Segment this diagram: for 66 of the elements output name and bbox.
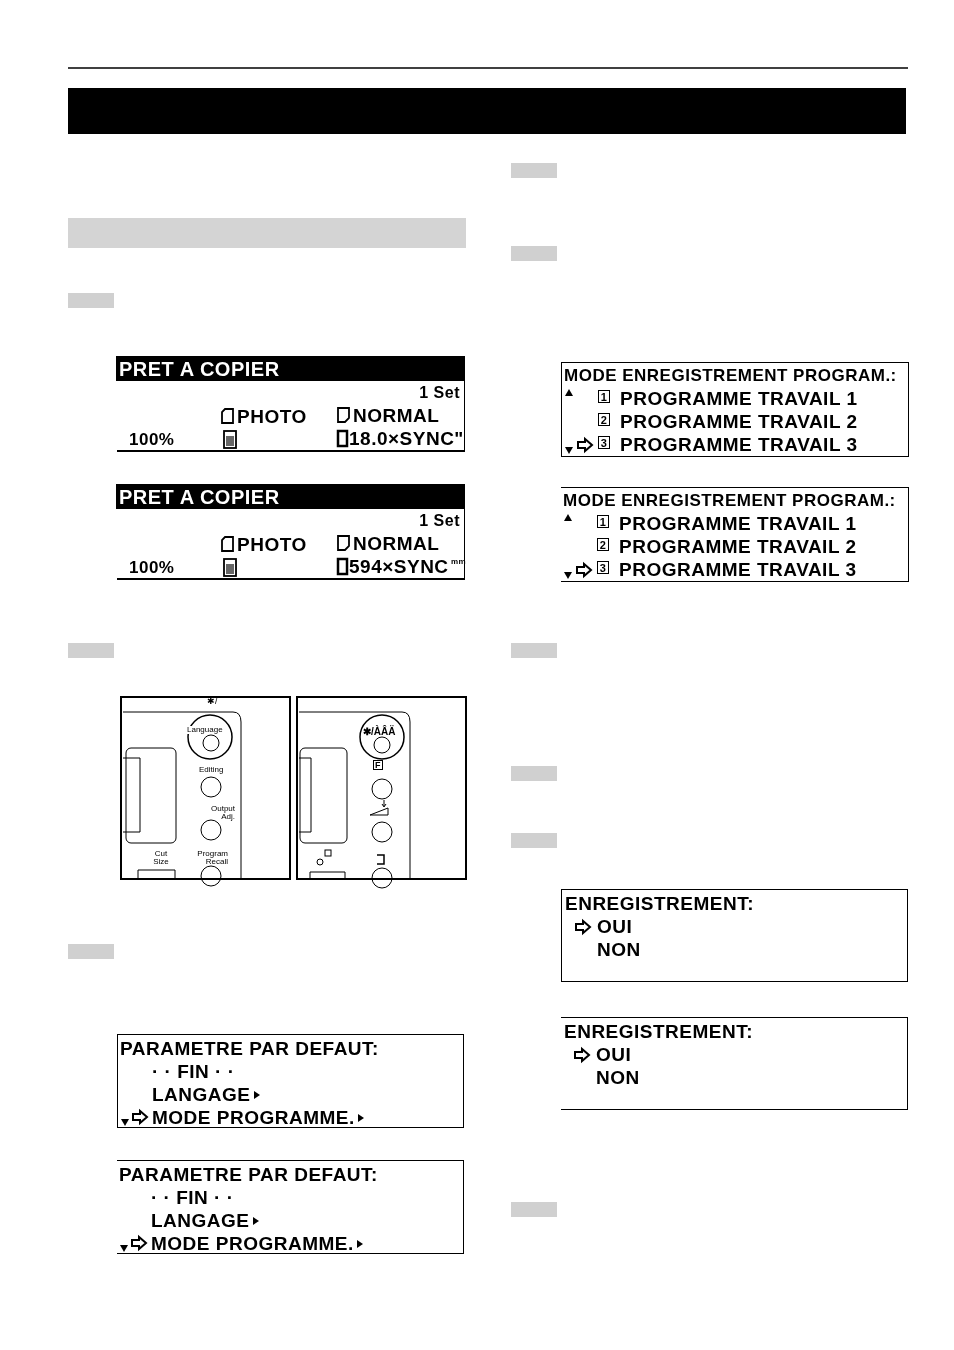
display-text: NORMAL	[353, 534, 440, 553]
display-text: OUI	[596, 1045, 632, 1064]
display-text: OUI	[597, 917, 633, 936]
display-text: · · FIN · ·	[151, 1188, 234, 1207]
key-label: Program Recall	[196, 850, 228, 866]
display-text: PROGRAMME TRAVAIL 3	[620, 435, 858, 454]
display-text: 594×SYNC	[349, 557, 449, 576]
display-text: PROGRAMME TRAVAIL 1	[620, 389, 858, 408]
display-text: NON	[596, 1068, 640, 1087]
step-marker	[511, 1202, 557, 1217]
display-text: 100%	[129, 431, 175, 448]
display-text: PARAMETRE PAR DEFAUT:	[119, 1165, 378, 1184]
display-text: · · FIN · ·	[152, 1062, 235, 1081]
lcd-display	[117, 484, 465, 580]
display-text: 1 Set	[419, 513, 460, 529]
lcd-display	[561, 487, 909, 582]
display-text: ENREGISTREMENT:	[564, 1022, 754, 1041]
display-text: MODE PROGRAMME.	[152, 1108, 355, 1127]
step-marker	[68, 944, 114, 959]
display-text: PROGRAMME TRAVAIL 2	[619, 537, 857, 556]
display-text: 1 Set	[419, 385, 460, 401]
number-key-label: 3	[598, 436, 610, 449]
lcd-display	[117, 1034, 464, 1128]
lcd-display	[561, 1017, 908, 1110]
display-text: MODE ENREGISTREMENT PROGRAM.:	[564, 367, 897, 384]
display-text: PHOTO	[237, 535, 307, 554]
key-label: Cut Size	[152, 850, 170, 866]
display-text: LANGAGE	[152, 1085, 251, 1104]
section-bar	[68, 218, 466, 248]
display-text: NORMAL	[353, 406, 440, 425]
display-text: 100%	[129, 559, 175, 576]
display-text: PROGRAMME TRAVAIL 1	[619, 514, 857, 533]
number-key-label: 2	[598, 413, 610, 426]
display-text: LANGAGE	[151, 1211, 250, 1230]
key-label: Language	[187, 726, 223, 734]
key-label: F	[373, 760, 383, 770]
number-key-label: 3	[597, 561, 609, 574]
display-text: NON	[597, 940, 641, 959]
number-key-label: 1	[598, 390, 610, 403]
display-text: MODE PROGRAMME.	[151, 1234, 354, 1253]
key-label: ✱/	[207, 697, 218, 705]
lcd-display	[117, 1160, 464, 1254]
step-marker	[511, 643, 557, 658]
step-marker	[511, 766, 557, 781]
display-text: MODE ENREGISTREMENT PROGRAM.:	[563, 492, 896, 509]
step-marker	[511, 833, 557, 848]
key-label: Editing	[199, 766, 224, 774]
number-key-label: 2	[597, 538, 609, 551]
step-marker	[68, 643, 114, 658]
display-text: PHOTO	[237, 407, 307, 426]
title-bar	[68, 88, 906, 134]
number-key-label: 1	[597, 515, 609, 528]
step-marker	[511, 246, 557, 261]
display-text: PARAMETRE PAR DEFAUT:	[120, 1039, 379, 1058]
step-marker	[511, 163, 557, 178]
lcd-display	[561, 889, 908, 982]
display-text: PROGRAMME TRAVAIL 2	[620, 412, 858, 431]
lcd-display	[117, 356, 465, 452]
display-text: PROGRAMME TRAVAIL 3	[619, 560, 857, 579]
step-marker	[68, 293, 114, 308]
display-text: 18.0×SYNC"	[349, 429, 464, 448]
display-title: PRET A COPIER	[119, 487, 280, 507]
display-title: PRET A COPIER	[119, 359, 280, 379]
lcd-display	[561, 362, 909, 457]
display-text: ENREGISTREMENT:	[565, 894, 755, 913]
key-label: Output Adj.	[210, 805, 235, 821]
